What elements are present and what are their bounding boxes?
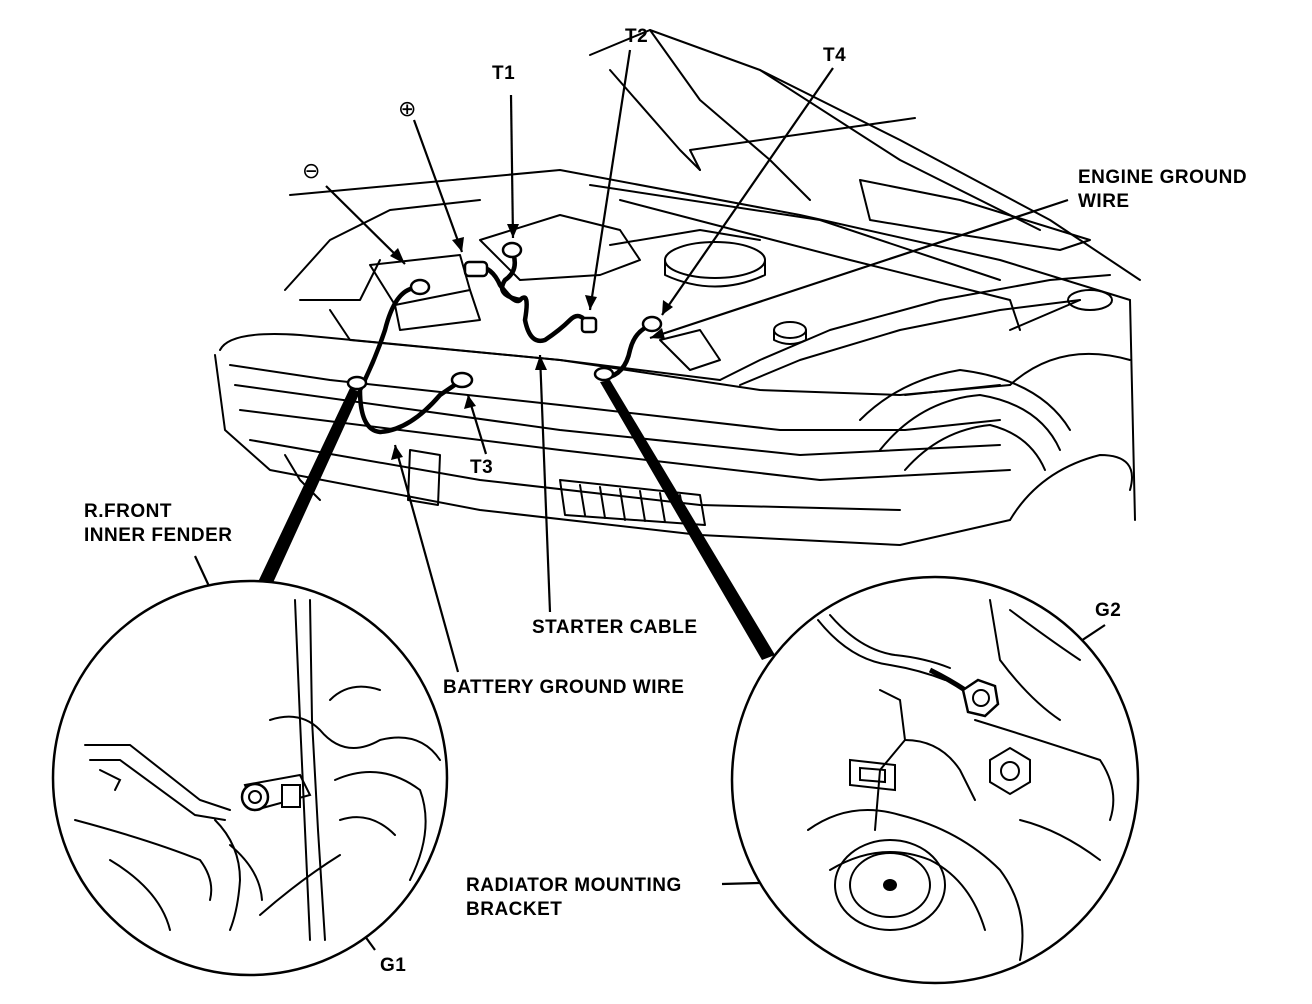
arrowhead [650, 328, 665, 339]
arrowhead [535, 355, 547, 370]
t2-terminal [580, 316, 598, 334]
label-r-front-line2: INNER FENDER [84, 525, 233, 546]
arrowhead [390, 248, 405, 264]
label-engine-ground-line1: ENGINE GROUND [1078, 167, 1248, 188]
g2-bolt [961, 678, 1000, 718]
label-radiator-line2: BRACKET [466, 899, 563, 920]
label-radiator-mounting-bracket: RADIATOR MOUNTING BRACKET [466, 874, 682, 922]
label-t4: T4 [823, 45, 847, 66]
t1-terminal [501, 241, 523, 259]
g1-bolt [240, 782, 270, 812]
label-r-front-inner-fender: R.FRONT INNER FENDER [84, 500, 233, 548]
label-engine-ground-wire: ENGINE GROUND WIRE [1078, 166, 1247, 214]
label-r-front-line1: R.FRONT [84, 501, 172, 522]
arrowhead [452, 237, 464, 252]
t4-terminal [641, 315, 663, 333]
label-starter-cable: STARTER CABLE [532, 617, 698, 638]
label-battery-ground-wire: BATTERY GROUND WIRE [443, 677, 685, 698]
zoom-connector-g1 [258, 388, 360, 585]
g2-bumper-terminal [593, 366, 615, 382]
g1-bumper-terminal [346, 375, 368, 391]
front-bumper-outline [214, 333, 1011, 546]
hood-outline [589, 29, 1141, 281]
arrowhead [391, 445, 403, 460]
t3-terminal [450, 371, 474, 389]
battery-negative-terminal [409, 278, 431, 296]
arrowhead [585, 295, 597, 310]
bracket-bolt [989, 746, 1031, 796]
label-t3: T3 [470, 457, 494, 478]
label-engine-ground-line2: WIRE [1078, 191, 1130, 212]
arrowhead [507, 224, 519, 238]
starter-cable-path [467, 264, 591, 344]
label-plus-symbol: ⊕ [398, 97, 417, 122]
cowl-outline [289, 169, 1131, 331]
arrowhead [662, 300, 673, 315]
label-t1: T1 [492, 63, 516, 84]
fender-outline [859, 299, 1136, 521]
label-t2: T2 [625, 26, 649, 47]
engine-bay-outline [284, 199, 1113, 386]
zoom-connector-g2 [600, 380, 775, 660]
battery-ground-wire-path [357, 285, 465, 435]
detail-circle-g2 [730, 575, 1140, 985]
arrowhead [464, 395, 476, 409]
label-radiator-line1: RADIATOR MOUNTING [466, 875, 682, 896]
t1-cable-path [499, 247, 523, 303]
label-g2: G2 [1095, 600, 1122, 621]
label-g1: G1 [380, 955, 407, 976]
battery-positive-terminal [463, 260, 489, 278]
label-minus-symbol: ⊖ [302, 159, 321, 184]
engine-ground-wire-path [602, 322, 655, 381]
detail-circle-g1 [51, 579, 449, 977]
